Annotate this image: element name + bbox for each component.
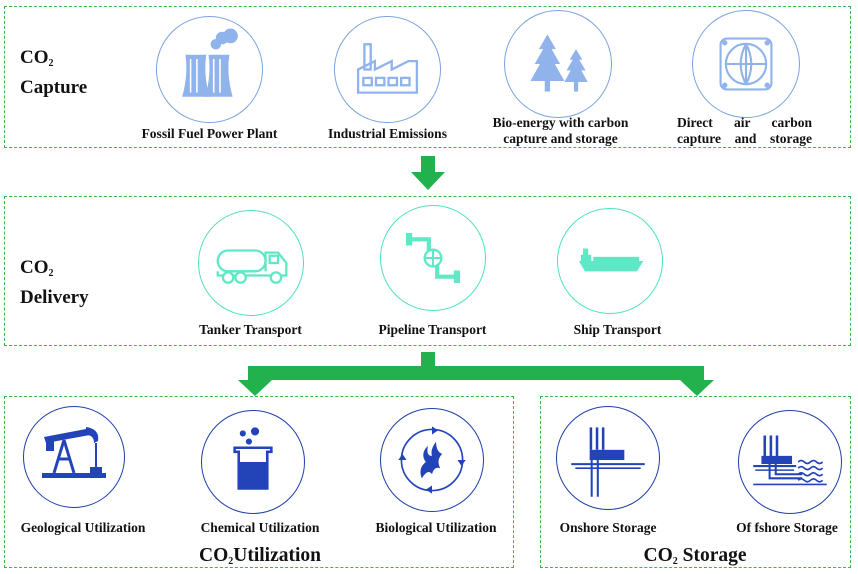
algae-label: Biological Utilization [375,520,497,535]
beaker-circle [201,410,305,514]
air-capture-circle [692,10,800,118]
tanker-label: Tanker Transport [199,322,302,337]
delivery-section-box [4,196,851,346]
ship-circle [557,208,663,314]
capture-section-box [4,6,851,148]
power-plant-icon [182,28,238,97]
air-capture-icon [719,37,773,91]
oil-pump-circle [23,406,125,508]
pipeline-icon [405,233,461,283]
power-plant-label: Fossil Fuel Power Plant [141,126,278,141]
beaker-label: Chemical Utilization [200,520,320,535]
pipeline-circle [380,205,486,311]
factory-label: Industrial Emissions [328,126,447,141]
capture-stage-label: CO2 Capture [20,47,88,98]
onshore-circle [556,406,660,510]
delivery-to-branches-arrow [238,352,714,396]
ship-icon [578,248,644,272]
onshore-label: Onshore Storage [559,520,657,535]
pipeline-label: Pipeline Transport [378,322,487,337]
capture-to-delivery-arrow [411,156,445,190]
factory-icon [356,43,419,94]
beaker-icon [233,427,273,490]
trees-circle [504,10,612,118]
oil-pump-label: Geological Utilization [20,520,146,535]
utilization-section-box [4,396,514,568]
storage-stage-label: CO2 Storage [643,545,747,567]
ship-label: Ship Transport [573,322,662,337]
offshore-circle [738,410,842,514]
utilization-stage-label: CO2Utilization [199,545,321,567]
algae-circle [380,408,484,512]
delivery-stage-label: CO2 Delivery [20,257,89,308]
tanker-circle [198,210,304,316]
offshore-storage-icon [753,435,827,486]
air-capture-label: Direct air carbon capture and storage [677,115,812,146]
trees-icon [530,34,588,92]
factory-circle [334,16,441,123]
onshore-storage-icon [571,427,645,497]
offshore-label: Of fshore Storage [736,520,838,535]
storage-section-box [540,396,851,568]
trees-label: Bio-energy with carbon capture and stora… [492,115,629,146]
tanker-truck-icon [216,249,288,284]
power-plant-circle [156,16,263,123]
algae-cycle-icon [398,426,466,494]
oil-pump-icon [42,427,106,478]
